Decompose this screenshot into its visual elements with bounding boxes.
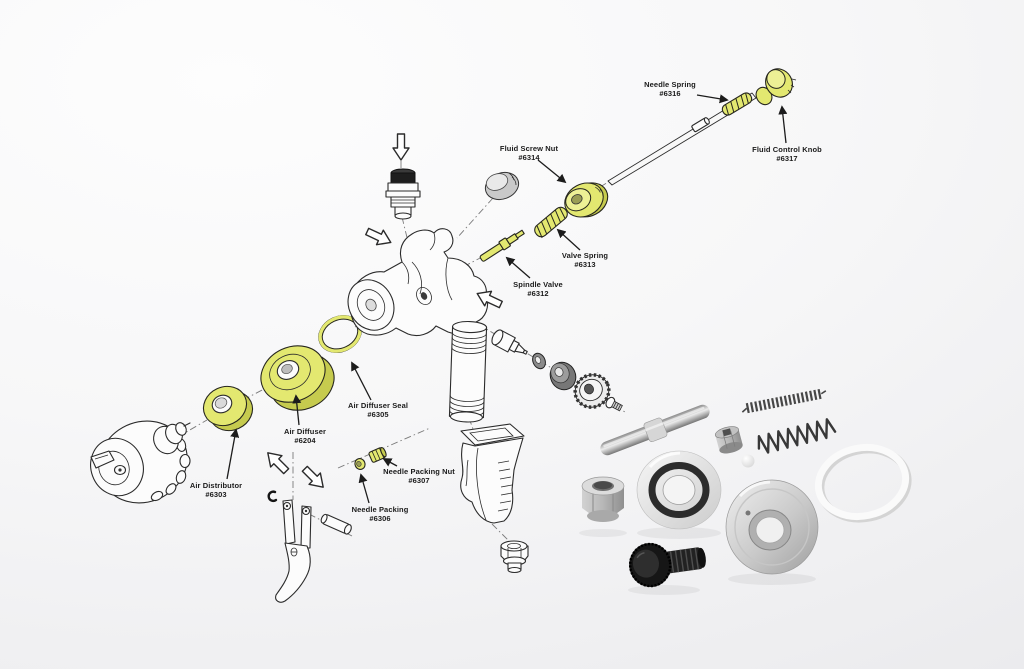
- gun-body-part: [347, 228, 489, 337]
- part-name: Air Diffuser Seal: [347, 401, 409, 410]
- part-name: Fluid Screw Nut: [499, 144, 559, 153]
- part-number: #6305: [367, 410, 389, 420]
- part-name: Air Distributor: [189, 481, 243, 490]
- fluid-needle-part: [607, 92, 757, 186]
- part-label-fluid-control-knob: Fluid Control Knob #6317: [752, 145, 822, 164]
- photo-black-knob: [628, 542, 706, 588]
- photo-parts-group: [579, 388, 912, 595]
- knurled-knob-part: [573, 373, 611, 409]
- fluid-control-knob-part: [755, 68, 797, 106]
- part-number: #6314: [518, 153, 540, 163]
- photo-rod: [600, 404, 710, 456]
- washer-part: [532, 352, 546, 370]
- photo-oring-large: [814, 444, 912, 523]
- photo-hex-plug: [714, 426, 743, 454]
- dome-cap-part: [484, 171, 520, 201]
- photo-spring-small: [741, 388, 827, 414]
- photo-ball: [741, 454, 755, 468]
- part-name: Fluid Control Knob: [752, 145, 822, 154]
- part-number: #6316: [659, 89, 681, 99]
- part-number: #6312: [527, 289, 549, 299]
- part-number: #6313: [574, 260, 596, 270]
- part-number: #6306: [369, 514, 391, 524]
- part-label-air-diffuser-seal: Air Diffuser Seal #6305: [348, 401, 408, 420]
- needle-packing-part: [354, 458, 366, 470]
- part-label-air-distributor: Air Distributor #6303: [190, 481, 242, 500]
- packing-gland-nut-part: [549, 361, 577, 391]
- handle-nut-part: [500, 540, 529, 574]
- valve-spring-part: [534, 206, 568, 239]
- check-valve-part: [491, 329, 528, 355]
- part-name: Needle Spring: [644, 80, 696, 89]
- part-number: #6204: [294, 436, 316, 446]
- part-number: #6307: [408, 476, 430, 486]
- part-name: Spindle Valve: [513, 280, 563, 289]
- part-number: #6303: [205, 490, 227, 500]
- air-distributor-part: [202, 385, 254, 432]
- fluid-tube-part: [448, 320, 488, 423]
- part-label-valve-spring: Valve Spring #6313: [562, 251, 608, 270]
- photo-spring-large: [757, 418, 837, 454]
- part-label-needle-spring: Needle Spring #6316: [644, 80, 696, 99]
- part-name: Valve Spring: [561, 251, 609, 260]
- fluid-screw-nut-part: [564, 182, 609, 218]
- trigger-e-clip: [267, 490, 278, 503]
- part-label-needle-packing-nut: Needle Packing Nut #6307: [383, 467, 455, 486]
- part-name: Air Diffuser: [283, 427, 327, 436]
- part-number: #6317: [776, 154, 798, 164]
- spindle-valve-part: [479, 229, 525, 262]
- air-inlet-fitting-part: [385, 168, 421, 220]
- part-name: Needle Packing Nut: [383, 467, 455, 476]
- fluid-nozzle-part: [153, 422, 191, 455]
- air-diffuser-part: [260, 345, 335, 411]
- trigger-pin-part: [320, 513, 352, 535]
- photo-hex-nut: [581, 476, 625, 522]
- direction-arrows: [267, 133, 503, 488]
- part-label-air-diffuser: Air Diffuser #6204: [284, 427, 326, 446]
- handle-grip-part: [460, 423, 525, 524]
- needle-spring-part: [721, 92, 753, 116]
- part-label-fluid-screw-nut: Fluid Screw Nut #6314: [500, 144, 558, 163]
- photo-retainer-cup: [725, 479, 819, 575]
- screw-part: [605, 396, 623, 412]
- photo-bearing-ring: [636, 450, 722, 530]
- part-label-spindle-valve: Spindle Valve #6312: [513, 280, 563, 299]
- label-leader-arrows: [226, 94, 788, 504]
- needle-packing-nut-part: [368, 446, 387, 463]
- part-label-needle-packing: Needle Packing #6306: [352, 505, 409, 524]
- trigger-part: [275, 499, 312, 603]
- part-name: Needle Packing: [351, 505, 409, 514]
